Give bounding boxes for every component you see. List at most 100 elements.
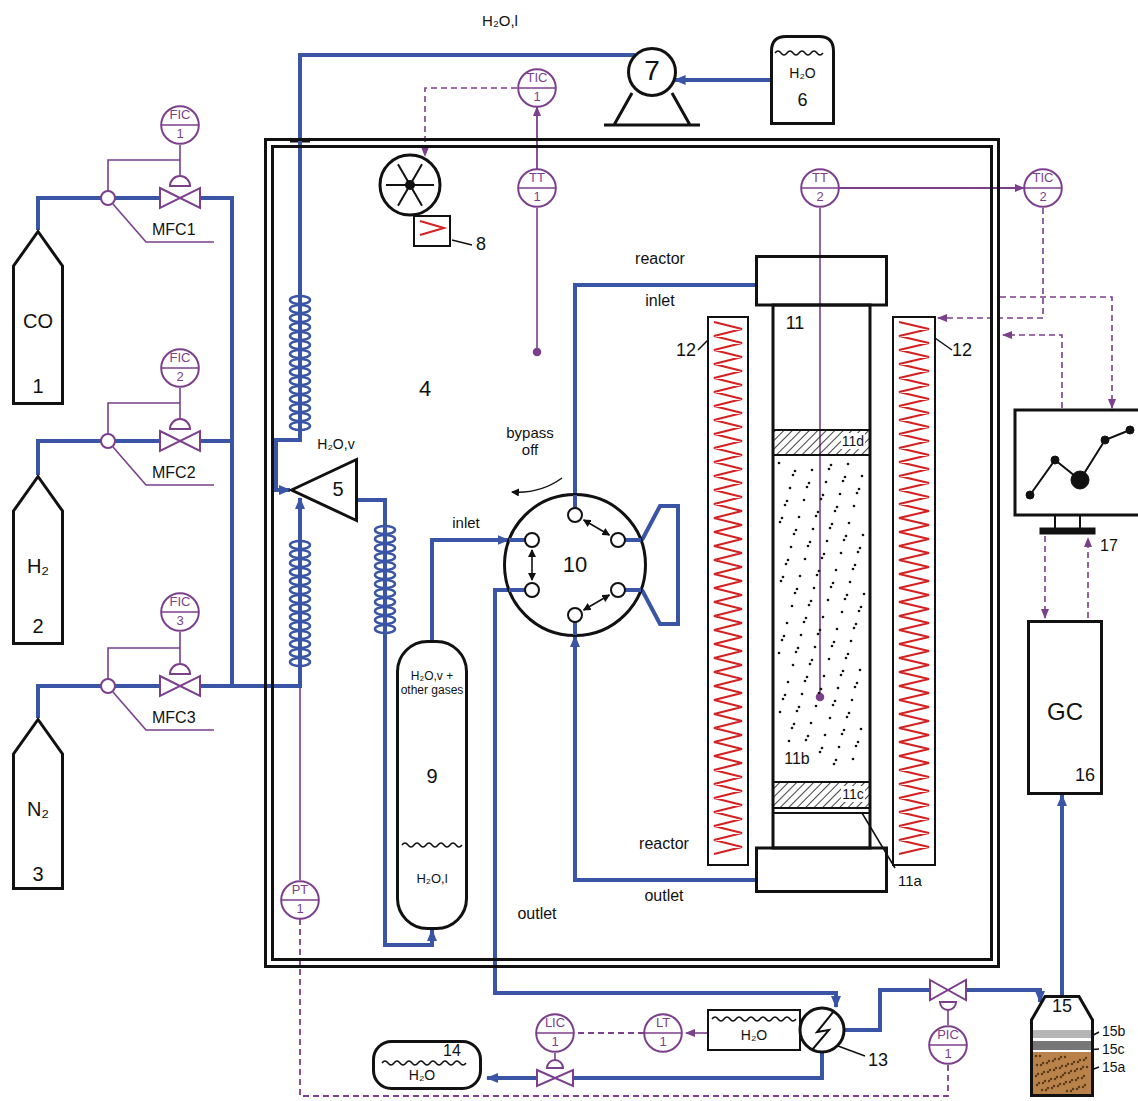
reactor-outline xyxy=(783,635,786,638)
pressure-transmitter-outline xyxy=(282,899,319,901)
bypass-arrow xyxy=(512,478,562,492)
trap-outline xyxy=(1072,1088,1074,1090)
trap-outline xyxy=(1033,1052,1091,1094)
trap-outline xyxy=(1043,1071,1045,1073)
separator-outline xyxy=(398,642,467,929)
node-text: 3 xyxy=(32,863,43,886)
reactor-outline xyxy=(826,540,829,543)
reactor-outline xyxy=(786,500,789,503)
condenser xyxy=(800,1008,844,1052)
reactor-outline xyxy=(811,469,814,472)
pump-base xyxy=(290,93,700,141)
trap-outline xyxy=(1059,1083,1061,1085)
reactor-outline xyxy=(812,528,815,531)
trap-outline xyxy=(1070,1070,1072,1072)
reactor-outline xyxy=(807,545,810,548)
condenser xyxy=(812,1011,834,1050)
node-text: LT xyxy=(656,1016,670,1031)
reactor-outline xyxy=(805,617,808,620)
signal-line xyxy=(686,1032,708,1034)
trap-outline xyxy=(1050,1078,1052,1080)
reactor-outline xyxy=(820,688,823,691)
trap-outline xyxy=(1071,1079,1073,1081)
gas-pipe xyxy=(38,441,232,475)
callout-number: 17 xyxy=(1100,537,1118,555)
trap-outline xyxy=(1076,1068,1078,1070)
reactor-outline xyxy=(838,746,841,749)
six-port-valve-outline xyxy=(568,608,582,622)
water-collector-outline xyxy=(382,1061,466,1065)
reactor-outline xyxy=(780,580,783,583)
trap-outline xyxy=(1053,1085,1055,1087)
coil xyxy=(290,541,310,549)
trap-outline xyxy=(1045,1089,1047,1091)
reactor-outline xyxy=(818,570,821,573)
water-tank-outline xyxy=(775,51,823,55)
evaporator-outline xyxy=(292,460,357,521)
port-label: outlet xyxy=(644,887,683,905)
node-text: PIC xyxy=(937,1028,959,1043)
temperature-controller: TIC2 xyxy=(1023,168,1063,208)
reactor-outline xyxy=(840,674,843,677)
reactor-outline xyxy=(857,741,860,744)
reactor-outline xyxy=(851,699,854,702)
condenser xyxy=(708,1010,800,1050)
node-text: TT xyxy=(529,171,545,186)
temperature-transmitter: TT2 xyxy=(800,168,840,208)
reactor-outline xyxy=(805,739,808,742)
reactor-outline xyxy=(848,712,851,715)
trap-outline xyxy=(1048,1080,1050,1082)
signal-connector xyxy=(300,919,948,1096)
gas-chromatograph: GC16 xyxy=(1027,620,1103,795)
state-label: bypass off xyxy=(500,424,560,459)
level-transmitter-outline xyxy=(645,1032,682,1034)
condenser xyxy=(838,1046,865,1056)
fan-blade xyxy=(405,180,415,190)
pipe-connector xyxy=(575,636,755,880)
pressure-transmitter: PT1 xyxy=(280,880,320,920)
reactor-outline xyxy=(855,745,858,748)
trap-outline xyxy=(1063,1083,1065,1085)
pipe-connector xyxy=(1060,795,1064,995)
node-text: 11 xyxy=(786,313,805,334)
mass-flow-controller xyxy=(160,188,200,208)
node-text: 3 xyxy=(176,614,183,629)
gas-pipe xyxy=(38,198,232,686)
reactor-outline xyxy=(821,557,824,560)
trap-outline xyxy=(1060,1076,1062,1078)
reactor-outline xyxy=(782,576,785,579)
reactor-outline xyxy=(806,676,809,679)
reactor-outline xyxy=(799,575,802,578)
pipe-connector xyxy=(276,55,635,490)
reactor-outline xyxy=(757,257,887,306)
node-text: CO xyxy=(23,310,53,333)
reactor-outline xyxy=(798,516,801,519)
trap-outline xyxy=(1044,1080,1046,1082)
node-text: 1 xyxy=(944,1047,951,1062)
trap-outline xyxy=(1036,1064,1038,1066)
monitor xyxy=(1030,430,1130,495)
reactor-outline xyxy=(791,605,794,608)
mass-flow-controller xyxy=(101,434,115,448)
reactor-outline xyxy=(830,464,833,467)
mass-flow-controller xyxy=(170,419,190,429)
reactor-outline xyxy=(853,627,856,630)
pipe-connector xyxy=(675,78,770,82)
heater xyxy=(893,317,935,865)
gas-pipe xyxy=(38,498,300,718)
level-controller: LIC1 xyxy=(535,1013,575,1053)
heating-coil xyxy=(899,322,929,854)
trap-outline xyxy=(1041,1073,1043,1075)
reactor-outline xyxy=(810,722,813,725)
node-text: FIC xyxy=(170,351,191,366)
mass-flow-controller xyxy=(101,145,214,730)
monitor xyxy=(1055,515,1080,528)
reactor-outline xyxy=(846,594,849,597)
signal-line xyxy=(947,1010,949,1025)
temperature-transmitter: TT1 xyxy=(517,168,557,208)
reactor-outline xyxy=(790,546,793,549)
reactor-outline xyxy=(773,812,870,814)
node-text: TT xyxy=(812,171,828,186)
coil xyxy=(290,550,310,558)
trap-outline xyxy=(1081,1077,1083,1079)
